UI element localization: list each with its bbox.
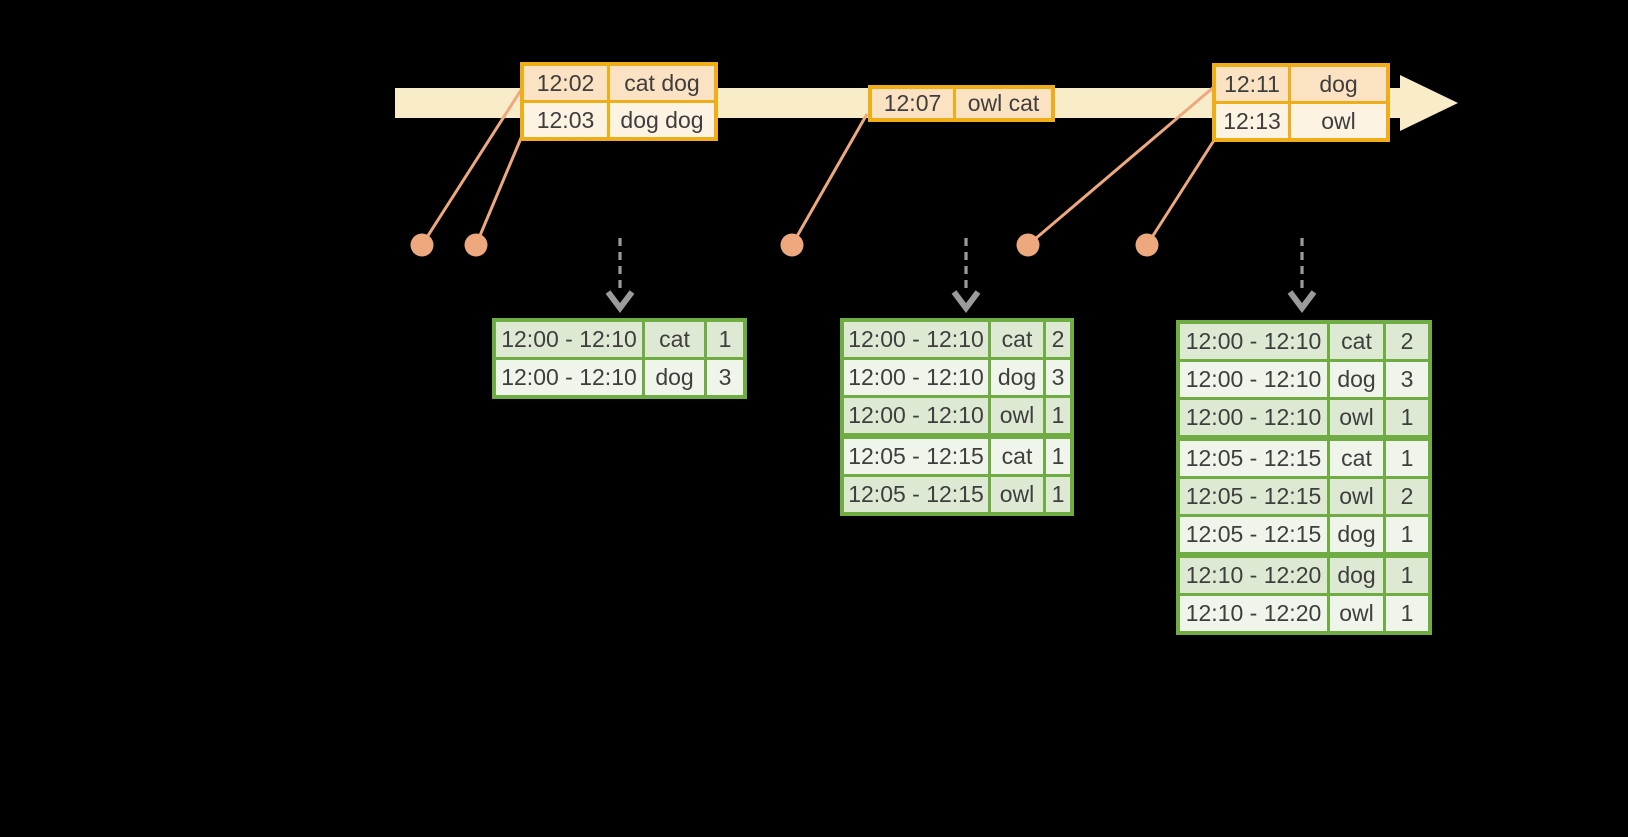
result-row: 12:00 - 12:10 dog 3 bbox=[496, 360, 743, 395]
window-cell: 12:00 - 12:10 bbox=[844, 398, 988, 433]
word-cell: dog bbox=[645, 360, 704, 395]
word-cell: cat bbox=[645, 322, 704, 357]
result-table-3: 12:00 - 12:10 cat 2 12:00 - 12:10 dog 3 … bbox=[1176, 320, 1432, 635]
event-link-line bbox=[790, 113, 869, 246]
trigger-arrowhead-icon bbox=[605, 290, 635, 313]
count-cell: 1 bbox=[1386, 441, 1428, 476]
event-words-cell: owl cat bbox=[956, 89, 1051, 118]
event-dot bbox=[464, 233, 488, 257]
window-cell: 12:00 - 12:10 bbox=[1180, 400, 1327, 435]
word-cell: dog bbox=[1330, 362, 1383, 397]
event-row: 12:11 dog bbox=[1216, 67, 1386, 101]
timeline-arrowhead-icon bbox=[1400, 75, 1458, 131]
event-table-1202-1203: 12:02 cat dog 12:03 dog dog bbox=[520, 62, 718, 141]
event-dot bbox=[780, 233, 804, 257]
window-cell: 12:00 - 12:10 bbox=[844, 322, 988, 357]
count-cell: 1 bbox=[1046, 398, 1070, 433]
window-cell: 12:10 - 12:20 bbox=[1180, 596, 1327, 631]
count-cell: 3 bbox=[1386, 362, 1428, 397]
event-row: 12:02 cat dog bbox=[524, 66, 714, 100]
count-cell: 2 bbox=[1386, 324, 1428, 359]
count-cell: 1 bbox=[1046, 439, 1070, 474]
count-cell: 1 bbox=[1046, 477, 1070, 512]
result-row: 12:05 - 12:15 dog 1 bbox=[1180, 517, 1428, 552]
result-row: 12:05 - 12:15 cat 1 bbox=[1180, 441, 1428, 476]
event-time-cell: 12:11 bbox=[1216, 67, 1288, 101]
event-link-line bbox=[420, 89, 523, 246]
result-row: 12:05 - 12:15 cat 1 bbox=[844, 439, 1070, 474]
event-words-cell: owl bbox=[1291, 104, 1386, 138]
window-cell: 12:05 - 12:15 bbox=[844, 439, 988, 474]
event-link-line bbox=[474, 130, 526, 246]
window-cell: 12:05 - 12:15 bbox=[844, 477, 988, 512]
word-cell: dog bbox=[1330, 517, 1383, 552]
event-time-cell: 12:07 bbox=[872, 89, 953, 118]
event-words-cell: dog dog bbox=[610, 103, 714, 137]
result-row: 12:05 - 12:15 owl 2 bbox=[1180, 479, 1428, 514]
window-cell: 12:05 - 12:15 bbox=[1180, 441, 1327, 476]
event-link-line bbox=[1027, 84, 1216, 247]
event-table-1207: 12:07 owl cat bbox=[868, 85, 1055, 122]
event-row: 12:13 owl bbox=[1216, 104, 1386, 138]
event-time-cell: 12:03 bbox=[524, 103, 607, 137]
count-cell: 3 bbox=[707, 360, 743, 395]
result-row: 12:10 - 12:20 dog 1 bbox=[1180, 558, 1428, 593]
window-cell: 12:10 - 12:20 bbox=[1180, 558, 1327, 593]
event-row: 12:07 owl cat bbox=[872, 89, 1051, 118]
result-row: 12:00 - 12:10 owl 1 bbox=[844, 398, 1070, 433]
window-cell: 12:00 - 12:10 bbox=[1180, 324, 1327, 359]
event-time-cell: 12:02 bbox=[524, 66, 607, 100]
count-cell: 1 bbox=[1386, 400, 1428, 435]
event-time-cell: 12:13 bbox=[1216, 104, 1288, 138]
word-cell: cat bbox=[1330, 324, 1383, 359]
count-cell: 1 bbox=[1386, 558, 1428, 593]
result-row: 12:00 - 12:10 cat 2 bbox=[1180, 324, 1428, 359]
event-table-1211-1213: 12:11 dog 12:13 owl bbox=[1212, 63, 1390, 142]
trigger-arrowhead-icon bbox=[1287, 290, 1317, 313]
word-cell: owl bbox=[1330, 400, 1383, 435]
word-cell: cat bbox=[991, 439, 1043, 474]
event-words-cell: dog bbox=[1291, 67, 1386, 101]
event-dot bbox=[410, 233, 434, 257]
event-dot bbox=[1135, 233, 1159, 257]
result-row: 12:05 - 12:15 owl 1 bbox=[844, 477, 1070, 512]
window-cell: 12:00 - 12:10 bbox=[496, 360, 642, 395]
trigger-arrowhead-icon bbox=[951, 290, 981, 313]
result-row: 12:00 - 12:10 cat 1 bbox=[496, 322, 743, 357]
count-cell: 1 bbox=[707, 322, 743, 357]
word-cell: owl bbox=[1330, 596, 1383, 631]
window-cell: 12:00 - 12:10 bbox=[844, 360, 988, 395]
word-cell: dog bbox=[1330, 558, 1383, 593]
window-cell: 12:05 - 12:15 bbox=[1180, 479, 1327, 514]
word-cell: owl bbox=[1330, 479, 1383, 514]
event-words-cell: cat dog bbox=[610, 66, 714, 100]
result-row: 12:00 - 12:10 owl 1 bbox=[1180, 400, 1428, 435]
result-row: 12:10 - 12:20 owl 1 bbox=[1180, 596, 1428, 631]
event-link-line bbox=[1145, 130, 1222, 246]
result-table-1: 12:00 - 12:10 cat 1 12:00 - 12:10 dog 3 bbox=[492, 318, 747, 399]
window-cell: 12:00 - 12:10 bbox=[1180, 362, 1327, 397]
count-cell: 2 bbox=[1046, 322, 1070, 357]
result-table-2: 12:00 - 12:10 cat 2 12:00 - 12:10 dog 3 … bbox=[840, 318, 1074, 516]
count-cell: 3 bbox=[1046, 360, 1070, 395]
result-row: 12:00 - 12:10 cat 2 bbox=[844, 322, 1070, 357]
count-cell: 2 bbox=[1386, 479, 1428, 514]
word-cell: cat bbox=[991, 322, 1043, 357]
word-cell: dog bbox=[991, 360, 1043, 395]
count-cell: 1 bbox=[1386, 517, 1428, 552]
word-cell: cat bbox=[1330, 441, 1383, 476]
window-cell: 12:05 - 12:15 bbox=[1180, 517, 1327, 552]
event-row: 12:03 dog dog bbox=[524, 103, 714, 137]
event-dot bbox=[1016, 233, 1040, 257]
window-cell: 12:00 - 12:10 bbox=[496, 322, 642, 357]
count-cell: 1 bbox=[1386, 596, 1428, 631]
result-row: 12:00 - 12:10 dog 3 bbox=[844, 360, 1070, 395]
word-cell: owl bbox=[991, 477, 1043, 512]
result-row: 12:00 - 12:10 dog 3 bbox=[1180, 362, 1428, 397]
word-cell: owl bbox=[991, 398, 1043, 433]
